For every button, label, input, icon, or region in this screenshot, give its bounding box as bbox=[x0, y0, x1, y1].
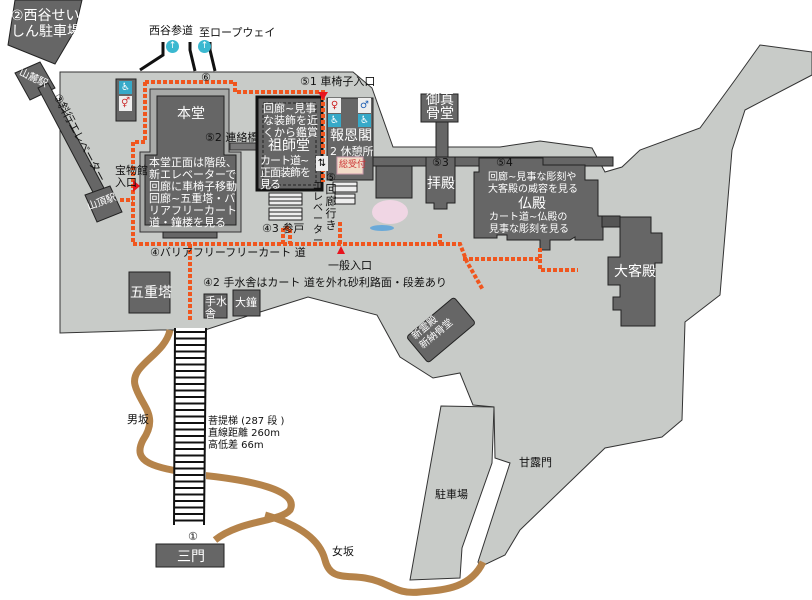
restroom-icon: ⚥ bbox=[119, 96, 132, 111]
gojunoto-label: 五重塔 bbox=[130, 285, 172, 301]
restroom-male-icon: ♂ bbox=[358, 98, 371, 113]
sanmon-label: 三門 bbox=[177, 549, 205, 565]
arrow-up-icon: ↑ bbox=[198, 40, 211, 53]
soshido-label: 祖師堂 bbox=[268, 138, 310, 154]
soshido-note-2: カート道~正面装飾を見る bbox=[260, 154, 311, 191]
nishitani-parking-label: ②西谷せいしん駐車場 bbox=[11, 8, 81, 40]
wheelchair-entrance-marker bbox=[318, 92, 328, 100]
butsuden-note-1: 回廊~見事な彫刻や大客殿の威容を見る bbox=[488, 172, 578, 195]
haiden-label: 拝殿 bbox=[427, 176, 455, 192]
soshido-inner bbox=[262, 102, 317, 186]
hondo-building bbox=[144, 95, 237, 226]
ogane-label: 大鐘 bbox=[235, 296, 257, 309]
storehouse bbox=[375, 165, 413, 199]
stair-line bbox=[203, 327, 207, 526]
restroom-female-icon: ♀ bbox=[328, 98, 341, 113]
wheelchair-entrance-label: ⑤1 車椅子入口 bbox=[300, 75, 376, 88]
parking-label: 駐車場 bbox=[435, 488, 468, 501]
onnazaka-label: 女坂 bbox=[332, 545, 354, 558]
renrakukyo-label: ⑤2 連絡橋 bbox=[205, 131, 259, 144]
goshinkotsudo-stem bbox=[435, 121, 449, 159]
nishitani-parking-area bbox=[7, 0, 83, 65]
sanmon-exit-label: ④3 参戸 bbox=[262, 222, 305, 235]
butsuden-link bbox=[601, 215, 621, 228]
general-entrance-label[interactable]: 一般入口 bbox=[328, 259, 372, 272]
arrow-up-icon: ↑ bbox=[166, 40, 179, 53]
parking-lot bbox=[409, 405, 495, 581]
wheelchair-icon: ♿ bbox=[119, 81, 132, 94]
kanromon-label: 甘露門 bbox=[519, 456, 552, 469]
temizuya-note: ④2 手水舎はカート 道を外れ砂利路面・段差あり bbox=[203, 276, 447, 289]
wheelchair-icon: ♿ bbox=[328, 114, 341, 127]
goshinkotsudo-label: 御真骨堂 bbox=[426, 92, 454, 122]
homotsukan-entrance-label[interactable]: 宝物館入口 bbox=[115, 164, 148, 189]
pond-icon bbox=[370, 225, 394, 231]
butsuden-number: ⑤4 bbox=[496, 156, 513, 169]
otokozaka-label: 男坂 bbox=[127, 413, 149, 426]
point-1-label: ① bbox=[188, 530, 198, 543]
hondo-note: 本堂正面は階段、新エレベーターで回廊に車椅子移動回廊~五重塔・バリアフリーカート… bbox=[149, 156, 237, 229]
homotsukan-entrance-marker bbox=[133, 180, 140, 192]
soshido-note-1: 回廊~見事な装飾を近くから鑑賞 bbox=[263, 102, 318, 139]
ropeway-label[interactable]: 至ロープウェイ bbox=[199, 26, 276, 39]
point-6-label: ⑥ bbox=[201, 71, 211, 84]
butsuden-note-2: カート道~仏殿の見事な彫刻を見る bbox=[489, 212, 569, 235]
stair-line bbox=[175, 328, 206, 524]
cherry-tree-icon bbox=[372, 200, 408, 224]
elevator-icon: ⇅ bbox=[316, 156, 328, 171]
barrier-free-route bbox=[120, 80, 578, 322]
temizuya-label: 手水舎 bbox=[205, 295, 227, 320]
gojunoto-building bbox=[128, 271, 171, 314]
stair-line bbox=[173, 327, 176, 526]
barrier-free-label: ④バリアフリーフリーカート 道 bbox=[150, 246, 306, 259]
nishitani-sando-label: 西谷参道 bbox=[149, 24, 193, 37]
general-entrance-marker bbox=[337, 246, 345, 254]
soshido-building bbox=[255, 95, 324, 192]
reception-sign bbox=[336, 156, 364, 175]
hondo-label: 本堂 bbox=[177, 106, 205, 122]
daikyakuden-building bbox=[607, 216, 663, 327]
reception-label: 総受付 bbox=[339, 160, 367, 170]
sanmon-building bbox=[155, 543, 225, 568]
renrakukyo-bridge bbox=[229, 142, 259, 151]
haiden-number: ⑤3 bbox=[432, 156, 449, 169]
ogane-building bbox=[232, 289, 261, 317]
nishitani-path bbox=[139, 42, 165, 72]
bodaibashigo-stairs bbox=[173, 327, 207, 526]
shacho-station-building bbox=[84, 185, 123, 223]
new-building bbox=[407, 297, 475, 363]
butsuden-building bbox=[473, 157, 604, 251]
haiden-building bbox=[425, 156, 456, 210]
soshido-stairs bbox=[268, 181, 358, 221]
wheelchair-icon: ♿ bbox=[358, 114, 371, 127]
onnazaka-slope bbox=[264, 511, 487, 596]
temizuya-building bbox=[203, 293, 228, 319]
ropeway-path-1 bbox=[188, 42, 197, 72]
butsuden-label: 仏殿 bbox=[518, 196, 546, 212]
goshinkotsudo-building bbox=[420, 93, 459, 123]
daikyakuden-label: 大客殿 bbox=[614, 264, 656, 280]
otokozaka-slope bbox=[131, 328, 295, 543]
hondo-step bbox=[162, 231, 218, 239]
elevator-vertical-label: エレベーター bbox=[313, 181, 323, 247]
